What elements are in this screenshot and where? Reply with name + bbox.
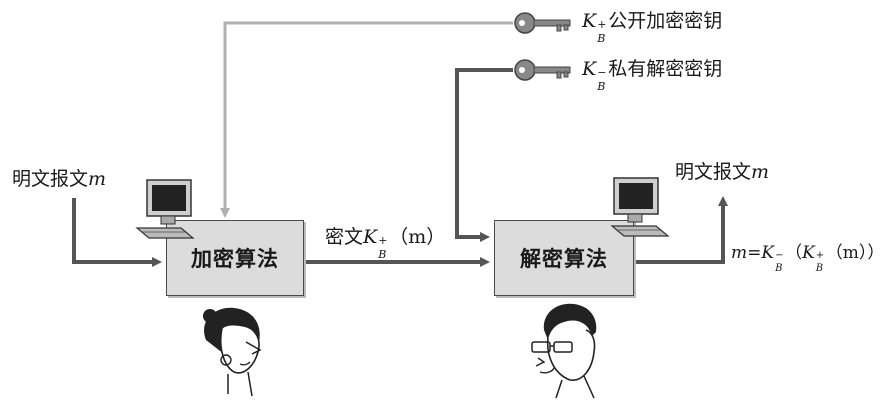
encryption-algorithm-label: 加密算法	[191, 246, 279, 271]
plaintext-input-arrow	[72, 198, 162, 267]
private-key-line	[455, 68, 513, 242]
receiver-computer-icon	[610, 177, 670, 237]
sender-computer-icon	[135, 179, 195, 239]
decryption-algorithm-box: 解密算法	[494, 220, 634, 296]
plaintext-output-label: 明文报文m	[675, 161, 770, 183]
ciphertext-label: 密文K+B（m）	[325, 226, 446, 261]
public-key-line	[220, 21, 513, 218]
plaintext-output-arrow	[635, 196, 728, 264]
private-key-icon	[514, 59, 571, 81]
plaintext-input-label: 明文报文m	[12, 168, 107, 190]
encryption-algorithm-box: 加密算法	[166, 220, 304, 296]
output-formula: m=K−B（K+B（m））	[731, 243, 885, 274]
decryption-algorithm-label: 解密算法	[520, 246, 608, 271]
bob-person-icon	[531, 303, 597, 399]
public-key-icon	[514, 12, 571, 34]
alice-person-icon	[203, 307, 262, 397]
